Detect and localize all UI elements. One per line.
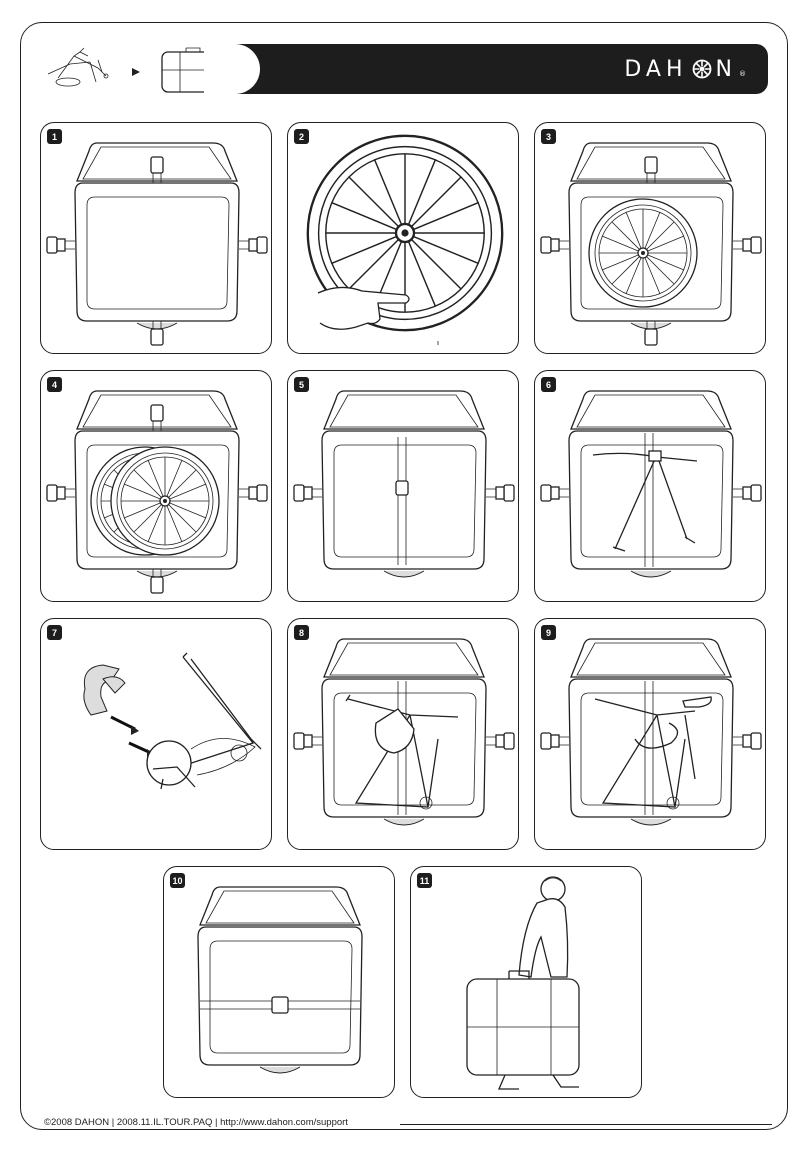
step-panel-9: 9 bbox=[534, 618, 766, 850]
packed-bike-illustration bbox=[540, 638, 762, 826]
step-number: 9 bbox=[541, 625, 556, 640]
registered-mark: ® bbox=[739, 70, 746, 78]
frame-in-case-illustration bbox=[293, 638, 515, 826]
dahon-logo: DAH N ® bbox=[624, 54, 746, 84]
carrying-case-illustration bbox=[466, 876, 580, 1090]
step-number: 3 bbox=[541, 129, 556, 144]
step-number: 4 bbox=[47, 377, 62, 392]
step-panel-11: 11 bbox=[410, 866, 642, 1098]
wheel-in-case-illustration bbox=[540, 142, 762, 346]
step-panel-3: 3 bbox=[534, 122, 766, 354]
open-case-illustration bbox=[46, 142, 268, 346]
step-number: 5 bbox=[294, 377, 309, 392]
step-number: 7 bbox=[47, 625, 62, 640]
header-bar: DAH N ® bbox=[204, 44, 768, 94]
step-panel-5: 5 bbox=[287, 370, 519, 602]
closing-case-illustration bbox=[197, 886, 363, 1074]
step-number: 10 bbox=[170, 873, 185, 888]
step-panel-6: 6 bbox=[534, 370, 766, 602]
step-panel-4: 4 bbox=[40, 370, 272, 602]
sun-logo-icon bbox=[692, 59, 711, 79]
footer-rule bbox=[400, 1124, 772, 1126]
step-number: 1 bbox=[47, 129, 62, 144]
step-panel-7: 7 bbox=[40, 618, 272, 850]
step-panel-1: 1 bbox=[40, 122, 272, 354]
brand-text-da: DAH bbox=[624, 56, 688, 82]
folded-bike-icon bbox=[47, 47, 109, 87]
brand-text-n: N bbox=[715, 56, 737, 82]
handlebar-in-case-illustration bbox=[540, 390, 762, 578]
header-bike-to-case-icon bbox=[47, 47, 225, 93]
two-wheels-in-case-illustration bbox=[46, 390, 268, 594]
step-number: 11 bbox=[417, 873, 432, 888]
footer-copyright: ©2008 DAHON | 2008.11.IL.TOUR.PAQ | http… bbox=[38, 1117, 354, 1128]
deflate-wheel-illustration bbox=[306, 134, 504, 345]
arrow-right-icon bbox=[132, 68, 140, 76]
step-number: 8 bbox=[294, 625, 309, 640]
step-panel-10: 10 bbox=[163, 866, 395, 1098]
step-panel-8: 8 bbox=[287, 618, 519, 850]
step-panel-2: 2 bbox=[287, 122, 519, 354]
step-number: 2 bbox=[294, 129, 309, 144]
divider-panel-illustration bbox=[293, 390, 515, 578]
step-number: 6 bbox=[541, 377, 556, 392]
chainring-cover-illustration bbox=[83, 652, 262, 790]
